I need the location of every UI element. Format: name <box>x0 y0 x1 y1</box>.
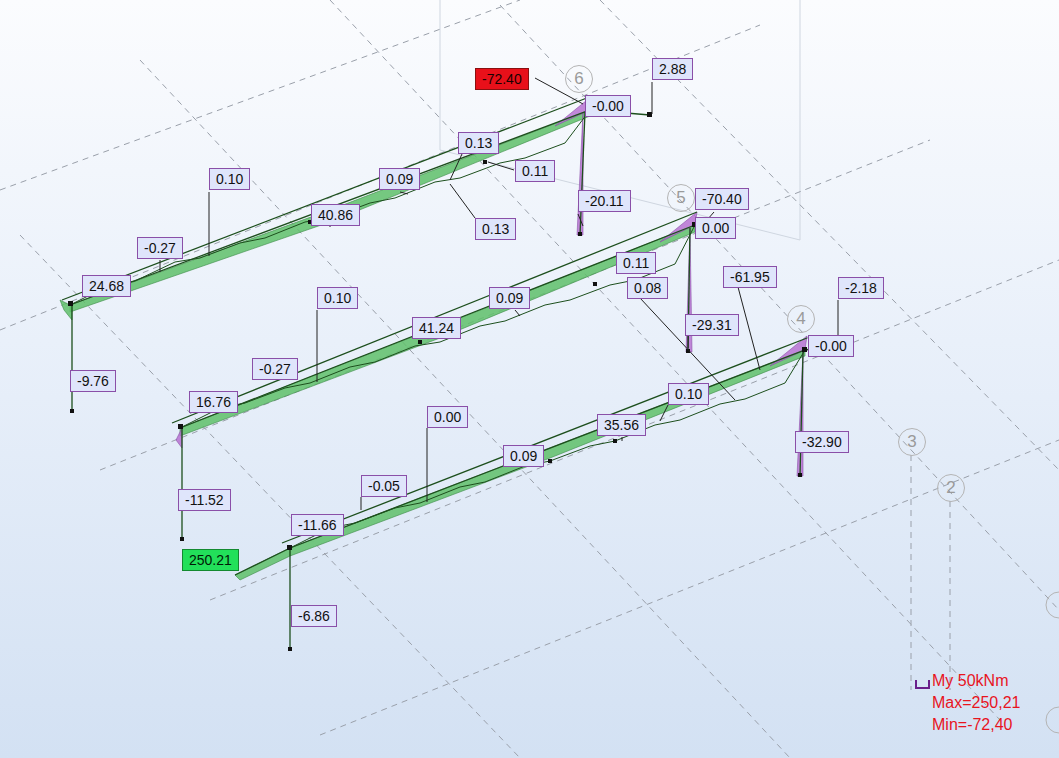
moment-value: 0.09 <box>496 290 523 306</box>
moment-value: -32.90 <box>802 434 842 450</box>
moment-value: -9.76 <box>77 373 109 389</box>
moment-value: -29.31 <box>692 317 732 333</box>
legend-text: My 50kNm <box>932 672 1008 690</box>
moment-value: 0.11 <box>522 163 548 179</box>
moment-value-box: -72.40 <box>475 68 529 90</box>
moment-value: -0.27 <box>144 240 176 256</box>
axis-number: 3 <box>907 432 916 451</box>
moment-value-box: 0.10 <box>317 287 358 309</box>
moment-value: 2.88 <box>659 61 686 77</box>
moment-value: 0.09 <box>386 171 413 187</box>
axis-number: 6 <box>574 69 583 88</box>
moment-value-box: -20.11 <box>578 190 631 212</box>
moment-value: -2.18 <box>845 280 877 296</box>
moment-value: -0.00 <box>592 98 624 114</box>
moment-value-box: 0.10 <box>668 383 709 405</box>
moment-value-box: 0.09 <box>489 287 530 309</box>
moment-value-box: -29.31 <box>685 314 739 336</box>
axis-number: 4 <box>796 309 805 328</box>
moment-value-box: -11.66 <box>291 514 344 536</box>
moment-value: 41.24 <box>419 320 454 336</box>
moment-value: 0.10 <box>675 386 702 402</box>
moment-value: 0.11 <box>623 255 649 271</box>
moment-value-box: 0.11 <box>616 252 656 274</box>
moment-value-box: -0.00 <box>808 335 854 357</box>
moment-value-box: 41.24 <box>412 317 461 339</box>
axis-number: 2 <box>946 478 955 497</box>
moment-value-box: -32.90 <box>795 431 849 453</box>
moment-value: 0.09 <box>510 448 537 464</box>
moment-value: -6.86 <box>298 608 330 624</box>
moment-value-box: 0.00 <box>427 406 468 428</box>
moment-value-box: -6.86 <box>291 605 337 627</box>
moment-value-box: -2.18 <box>838 277 884 299</box>
moment-value: 24.68 <box>89 278 124 294</box>
grid-axis-circle: 3 <box>898 428 926 456</box>
moment-value-box: 0.00 <box>695 217 736 239</box>
moment-value: 40.86 <box>318 207 353 223</box>
moment-value-box: -0.27 <box>252 358 298 380</box>
moment-value: 0.08 <box>634 280 661 296</box>
moment-value-box: -70.40 <box>695 188 749 210</box>
moment-value-box: 35.56 <box>597 414 646 436</box>
moment-value: 0.13 <box>465 135 492 151</box>
moment-value: -11.66 <box>298 517 337 533</box>
legend-text: Max=250,21 <box>932 694 1021 712</box>
moment-value-box: 0.09 <box>503 445 544 467</box>
moment-value: -11.52 <box>185 492 224 508</box>
moment-value: 0.10 <box>324 290 351 306</box>
moment-value-box: 0.13 <box>475 218 516 240</box>
moment-value: -70.40 <box>702 191 742 207</box>
moment-value-box: -0.05 <box>361 475 407 497</box>
moment-value: -0.05 <box>368 478 400 494</box>
moment-value-box: 0.11 <box>515 160 555 182</box>
grid-axis-circle: 6 <box>565 65 593 93</box>
grid-axis-circle: 5 <box>667 184 695 212</box>
moment-value-box: -9.76 <box>70 370 116 392</box>
moment-value-box: 24.68 <box>82 275 131 297</box>
moment-value-box: 40.86 <box>311 204 360 226</box>
moment-value: -0.00 <box>815 338 847 354</box>
moment-value: -0.27 <box>259 361 291 377</box>
moment-value: 35.56 <box>604 417 639 433</box>
moment-value-box: 0.09 <box>379 168 420 190</box>
moment-value-box: 0.13 <box>458 132 499 154</box>
moment-value-box: 2.88 <box>652 58 693 80</box>
moment-value: 250.21 <box>189 552 232 568</box>
moment-value: -61.95 <box>730 269 770 285</box>
moment-value-box: 0.10 <box>209 168 250 190</box>
axis-number: 5 <box>676 188 685 207</box>
moment-value: 0.10 <box>216 171 243 187</box>
moment-value: 0.00 <box>434 409 461 425</box>
grid-axis-circle: 2 <box>937 474 965 502</box>
moment-value-box: 0.08 <box>627 277 668 299</box>
legend-text: Min=-72,40 <box>932 716 1013 734</box>
moment-value-box: -0.27 <box>137 237 183 259</box>
grid-axis-circle: 4 <box>787 305 815 333</box>
moment-value-box: -0.00 <box>585 95 631 117</box>
moment-value: -20.11 <box>585 193 624 209</box>
moment-value-box: 250.21 <box>182 549 239 571</box>
moment-value: 0.00 <box>702 220 729 236</box>
moment-value: 0.13 <box>482 221 509 237</box>
moment-value: -72.40 <box>482 71 522 87</box>
moment-value-box: 16.76 <box>189 391 238 413</box>
moment-value: 16.76 <box>196 394 231 410</box>
moment-value-box: -61.95 <box>723 266 777 288</box>
moment-value-box: -11.52 <box>178 489 231 511</box>
